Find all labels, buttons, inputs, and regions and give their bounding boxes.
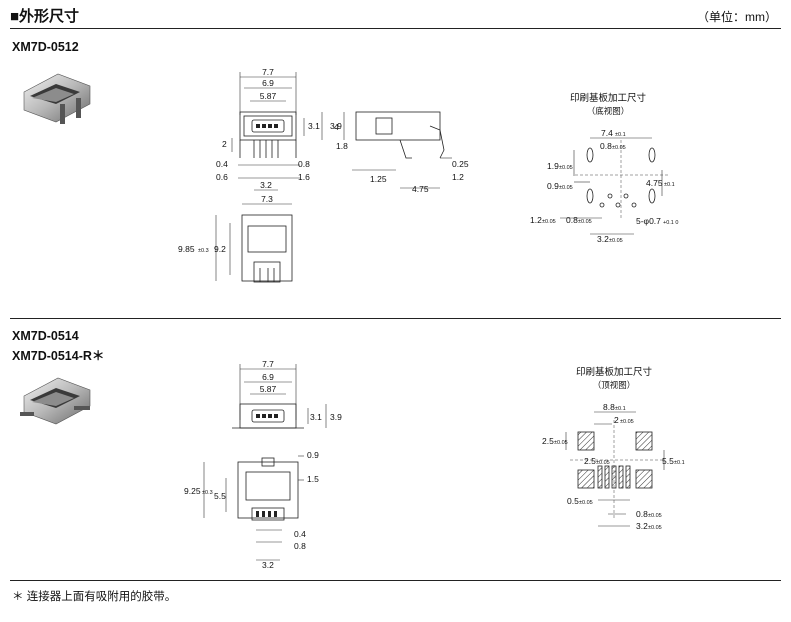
pcb1-tol-7.4: ±0.1 xyxy=(615,132,626,138)
pcb-layout-2 xyxy=(565,411,665,527)
dim2-3.1: 3.1 xyxy=(310,412,322,422)
dim-0.6: 0.6 xyxy=(216,172,228,182)
pcb2-dim-2.5b: 2.5 xyxy=(584,456,596,466)
pcb-subtitle-2: （顶视图） xyxy=(593,380,636,390)
part-number-3: XM7D-0514-R＊ xyxy=(12,349,105,363)
footnote: ＊ 连接器上面有吸附用的胶带。 xyxy=(12,591,177,603)
header-rule xyxy=(10,28,781,29)
dim-3.9: 3.9 xyxy=(330,121,342,131)
pcb1-dim-holes: 5-φ0.7 xyxy=(636,216,661,226)
front-view-2 xyxy=(232,364,327,429)
dim-2: 2 xyxy=(222,139,227,149)
pcb-title-2: 印刷基板加工尺寸 xyxy=(576,366,653,378)
dim-5.87: 5.87 xyxy=(260,91,277,101)
dim2-3.9: 3.9 xyxy=(330,412,342,422)
dim-0.25: 0.25 xyxy=(452,159,469,169)
section-title: ■外形尺寸 xyxy=(10,8,80,25)
pcb2-dim-8.8: 8.8 xyxy=(603,402,615,412)
pcb2-dim-0.8: 0.8 xyxy=(636,509,648,519)
side-view-1 xyxy=(343,111,452,189)
pcb1-dim-4.75: 4.75 xyxy=(646,178,663,188)
dim2-6.9: 6.9 xyxy=(262,372,274,382)
pcb1-tol-0.8a: ±0.05 xyxy=(612,145,626,151)
dim2-1.5: 1.5 xyxy=(307,474,319,484)
dim-6.9: 6.9 xyxy=(262,78,274,88)
pcb1-tol-holes: +0.1 0 xyxy=(663,220,678,226)
dim2-5.5: 5.5 xyxy=(214,491,226,501)
top-view-1 xyxy=(215,203,293,283)
dim-3.2: 3.2 xyxy=(260,180,272,190)
dim-1.8: 1.8 xyxy=(336,141,348,151)
pcb2-tol-0.5: ±0.05 xyxy=(579,500,593,506)
pcb1-dim-0.8b: 0.8 xyxy=(566,215,578,225)
pcb1-tol-0.8b: ±0.05 xyxy=(578,219,592,225)
pcb1-dim-0.8a: 0.8 xyxy=(600,141,612,151)
front-view-1 xyxy=(231,72,323,191)
pcb2-dim-3.2: 3.2 xyxy=(636,521,648,531)
tol2-9.25: ±0.3 xyxy=(202,490,213,496)
pcb-subtitle-1: （底视图） xyxy=(587,106,630,116)
part-number-1: XM7D-0512 xyxy=(12,40,79,54)
dim2-0.9: 0.9 xyxy=(307,450,319,460)
pcb1-dim-1.9: 1.9 xyxy=(547,161,559,171)
dim2-3.2: 3.2 xyxy=(262,560,274,570)
pcb1-tol-1.2: ±0.05 xyxy=(542,219,556,225)
dim-9.85: 9.85 xyxy=(178,244,195,254)
pcb1-dim-7.4: 7.4 xyxy=(601,128,613,138)
dim-7.3: 7.3 xyxy=(261,194,273,204)
pcb2-dim-5.5: 5.5 xyxy=(662,456,674,466)
pcb1-tol-0.9: ±0.05 xyxy=(559,185,573,191)
pcb2-tol-0.8: ±0.05 xyxy=(648,513,662,519)
dim-1.2: 1.2 xyxy=(452,172,464,182)
connector-photo-2 xyxy=(20,377,91,425)
pcb2-dim-2.5a: 2.5 xyxy=(542,436,554,446)
pcb-title-1: 印刷基板加工尺寸 xyxy=(570,92,647,104)
dim2-7.7: 7.7 xyxy=(262,359,274,369)
pcb1-tol-1.9: ±0.05 xyxy=(559,165,573,171)
pcb1-dim-3.2: 3.2 xyxy=(597,234,609,244)
dim-3.1: 3.1 xyxy=(308,121,320,131)
dim-0.8: 0.8 xyxy=(298,159,310,169)
dim2-0.4: 0.4 xyxy=(294,529,306,539)
dim2-9.25: 9.25 xyxy=(184,486,201,496)
pcb1-dim-1.2: 1.2 xyxy=(530,215,542,225)
pcb2-tol-2.5a: ±0.05 xyxy=(554,440,568,446)
part-number-2: XM7D-0514 xyxy=(12,329,79,343)
tol-9.85: ±0.3 xyxy=(198,248,209,254)
pcb2-dim-0.5: 0.5 xyxy=(567,496,579,506)
dim-9.2: 9.2 xyxy=(214,244,226,254)
pcb2-tol-8.8: ±0.1 xyxy=(615,406,626,412)
section-divider xyxy=(10,318,781,319)
pcb2-tol-3.2: ±0.05 xyxy=(648,525,662,531)
pcb-layout-1 xyxy=(560,137,668,235)
dim-7.7: 7.7 xyxy=(262,67,274,77)
pcb2-tol-5.5: ±0.1 xyxy=(674,460,685,466)
dim2-0.8: 0.8 xyxy=(294,541,306,551)
dim-4.75: 4.75 xyxy=(412,184,429,194)
unit-note: （单位：mm） xyxy=(697,10,777,24)
dim-0.4: 0.4 xyxy=(216,159,228,169)
connector-photo-1 xyxy=(23,73,91,124)
dim-1.6: 1.6 xyxy=(298,172,310,182)
pcb2-tol-2.5b: ±0.05 xyxy=(596,460,610,466)
dim2-5.87: 5.87 xyxy=(260,384,277,394)
pcb1-tol-4.75: ±0.1 xyxy=(664,182,675,188)
pcb2-tol-2: ±0.05 xyxy=(620,419,634,425)
dim-4: 4 xyxy=(334,122,339,132)
pcb1-dim-0.9: 0.9 xyxy=(547,181,559,191)
footer-rule xyxy=(10,580,781,581)
pcb1-tol-3.2: ±0.05 xyxy=(609,238,623,244)
top-view-2 xyxy=(203,455,304,561)
pcb2-dim-2: 2 xyxy=(614,415,619,425)
dim-1.25: 1.25 xyxy=(370,174,387,184)
